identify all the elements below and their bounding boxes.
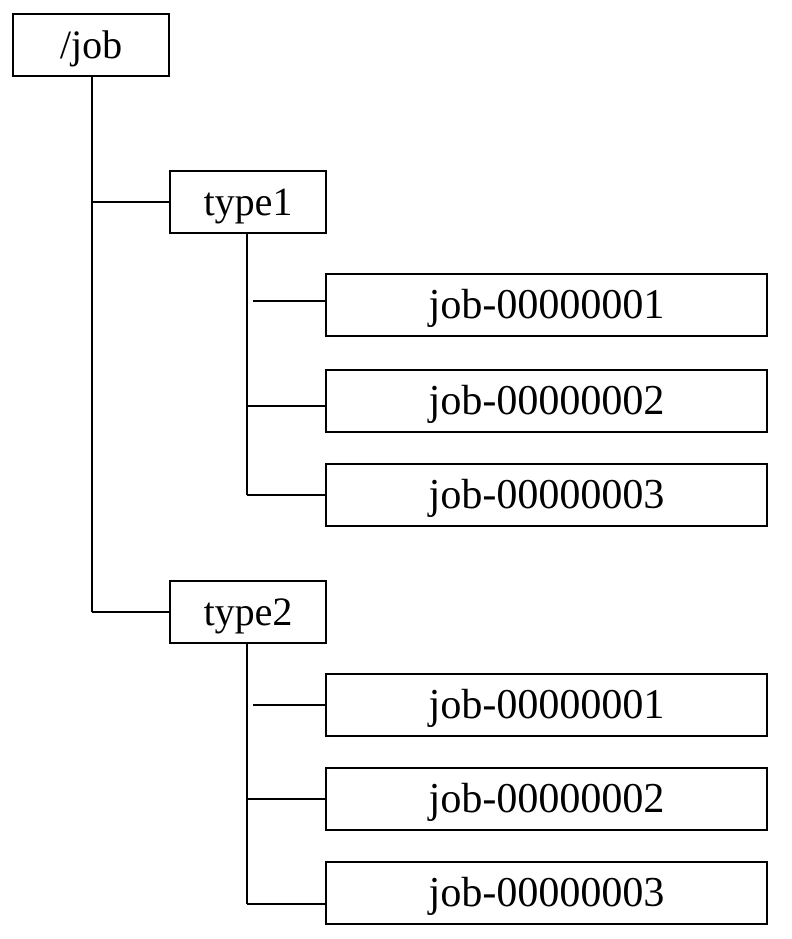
type2-node-label: type2 xyxy=(203,589,293,634)
type1-job-node: job-00000003 xyxy=(325,463,768,527)
type2-job-node: job-00000002 xyxy=(325,767,768,831)
job-node-label: job-00000002 xyxy=(428,776,665,822)
type2-job-node: job-00000003 xyxy=(325,861,768,925)
job-node-label: job-00000003 xyxy=(428,870,665,916)
type2-job-node: job-00000001 xyxy=(325,673,768,737)
root-node-label: /job xyxy=(59,22,123,67)
job-node-label: job-00000002 xyxy=(428,378,665,424)
job-node-label: job-00000001 xyxy=(428,682,665,728)
job-node-label: job-00000003 xyxy=(428,472,665,518)
type1-node: type1 xyxy=(169,170,327,234)
type1-job-node: job-00000002 xyxy=(325,369,768,433)
type1-job-node: job-00000001 xyxy=(325,273,768,337)
type1-node-label: type1 xyxy=(203,179,293,224)
root-node: /job xyxy=(12,13,170,77)
type2-node: type2 xyxy=(169,580,327,644)
job-node-label: job-00000001 xyxy=(428,282,665,328)
